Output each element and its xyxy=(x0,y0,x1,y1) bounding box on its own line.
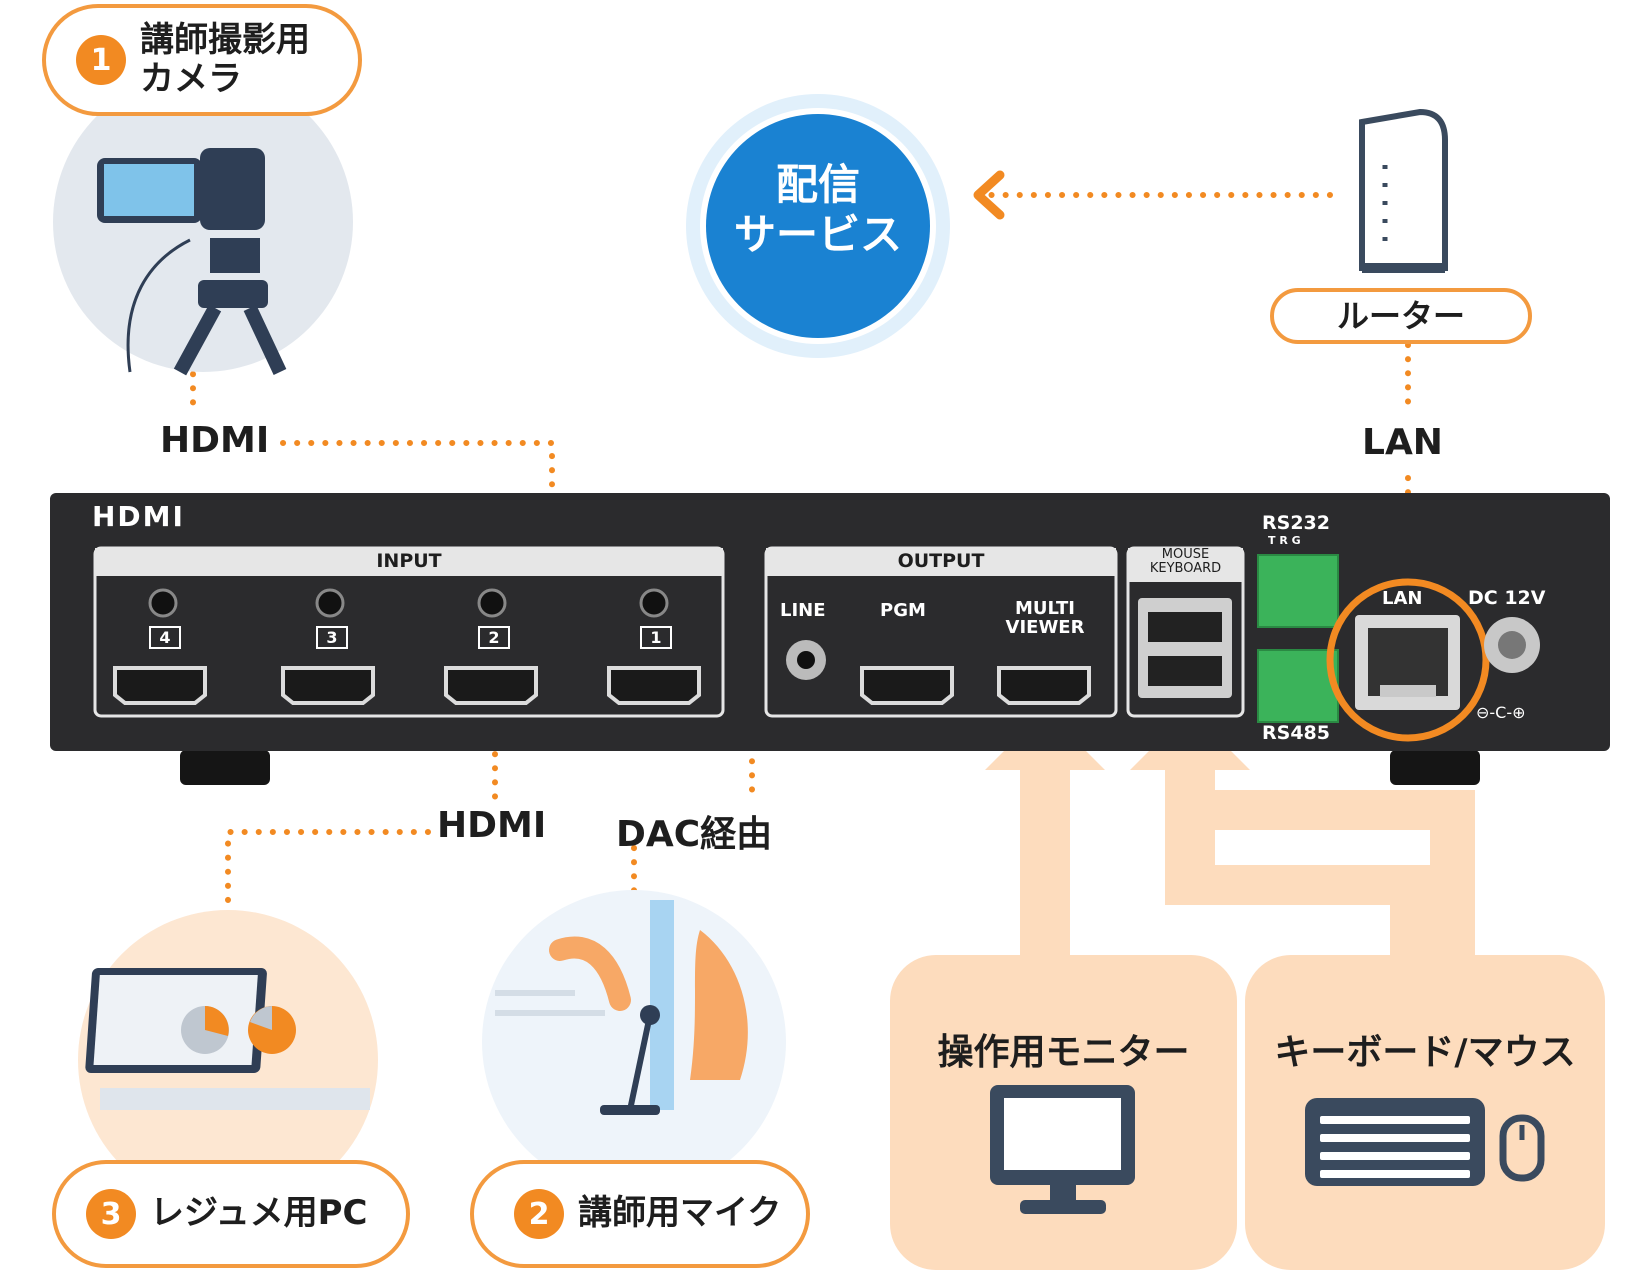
multiviewer-line2: VIEWER xyxy=(1005,616,1085,638)
input-port-4-label: 4 xyxy=(149,626,181,649)
camera-pill: 1 講師撮影用 カメラ xyxy=(42,4,362,116)
streaming-service-text: 配信 サービス xyxy=(706,160,930,261)
pc-dotted-line xyxy=(225,829,433,903)
keyboard-arrow xyxy=(1130,710,1475,960)
lan-port xyxy=(1326,578,1490,742)
keyboard-icon xyxy=(1305,1098,1485,1186)
usb-header: MOUSE KEYBOARD xyxy=(1128,547,1243,577)
router-pill: ルーター xyxy=(1270,288,1532,344)
stream-chevron xyxy=(973,170,1005,220)
streaming-service-badge xyxy=(686,94,950,358)
rs232-label: RS232 xyxy=(1262,512,1330,534)
router-label: ルーター xyxy=(1336,296,1465,335)
mouse-icon xyxy=(1499,1114,1545,1182)
dc-jack xyxy=(1484,617,1540,673)
dac-label: DAC経由 xyxy=(616,814,773,855)
rs232-pins-label: T R G xyxy=(1268,534,1301,547)
mic-number-badge: 2 xyxy=(514,1189,564,1239)
camera-illustration xyxy=(53,72,353,376)
pc-label: レジュメ用PC xyxy=(150,1193,368,1234)
pc-pill: 3 レジュメ用PC xyxy=(52,1160,410,1268)
output-header: OUTPUT xyxy=(897,550,985,572)
hdmi-ports xyxy=(113,666,1091,705)
lan-connection-label: LAN xyxy=(1362,422,1443,463)
multiviewer-output-label: MULTI VIEWER xyxy=(990,598,1100,638)
terminal-blocks xyxy=(1257,554,1339,723)
router-icon xyxy=(1359,108,1448,273)
hdmi-camera-label: HDMI xyxy=(160,420,270,461)
usb-header-line2: KEYBOARD xyxy=(1149,561,1222,577)
camera-number-badge: 1 xyxy=(76,35,126,85)
monitor-icon xyxy=(990,1085,1135,1214)
camera-label-line2: カメラ xyxy=(140,59,242,99)
pc-number-badge: 3 xyxy=(86,1189,136,1239)
input-port-2-label: 2 xyxy=(478,626,510,649)
mic-illustration xyxy=(482,890,786,1194)
camera-label-line1: 講師撮影用 xyxy=(140,19,310,60)
mic-label: 講師用マイク xyxy=(578,1193,782,1234)
streaming-line1: 配信 xyxy=(775,160,860,209)
dc-power-label: DC 12V xyxy=(1468,587,1546,609)
input-header: INPUT xyxy=(376,550,442,572)
input-port-3-label: 3 xyxy=(316,626,348,649)
usb-ports xyxy=(1138,598,1232,698)
multiviewer-line1: MULTI xyxy=(1015,598,1075,619)
streaming-line2: サービス xyxy=(733,210,902,260)
lan-port-label: LAN xyxy=(1382,588,1423,609)
usb-header-line1: MOUSE xyxy=(1161,547,1210,562)
hdmi-pc-label: HDMI xyxy=(437,805,547,846)
line-output-label: LINE xyxy=(780,600,826,621)
pgm-output-label: PGM xyxy=(880,600,926,621)
device-brand-logo: HDMI xyxy=(92,500,185,533)
pc-illustration xyxy=(78,910,378,1210)
rs485-label: RS485 xyxy=(1262,722,1330,744)
polarity-symbol: ⊖-C-⊕ xyxy=(1476,703,1526,722)
line-audio-jack xyxy=(786,640,826,680)
input-port-1-label: 1 xyxy=(640,626,672,649)
input-audio-jacks xyxy=(148,588,669,618)
mic-pill: 2 講師用マイク xyxy=(470,1160,810,1268)
